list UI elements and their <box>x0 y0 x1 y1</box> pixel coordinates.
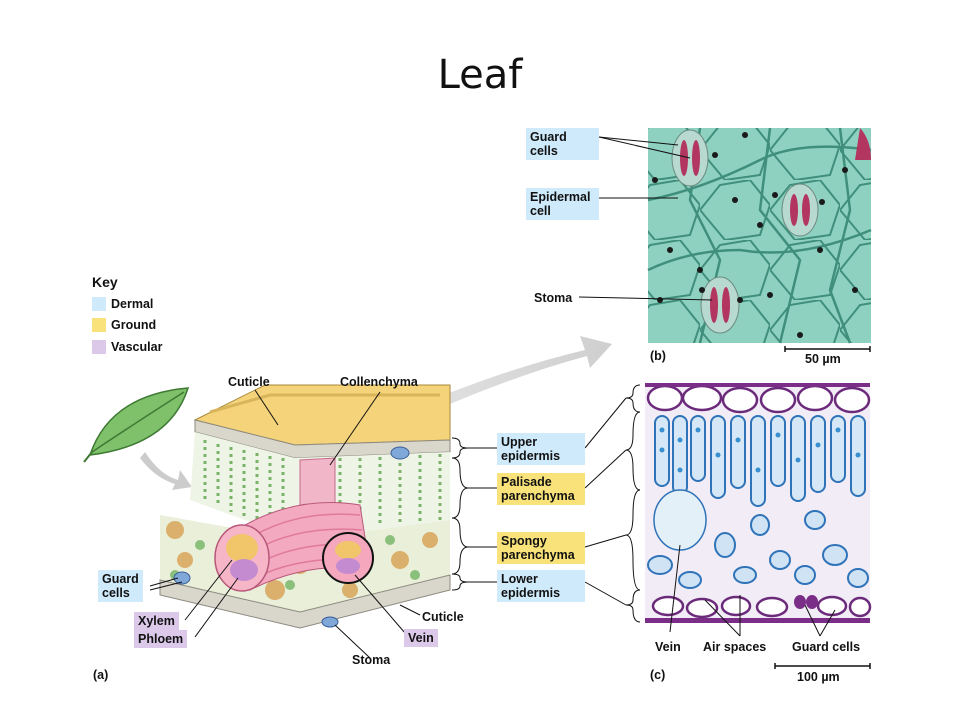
label-guard-cells-a: Guard cells <box>98 570 143 602</box>
key-heading: Key <box>92 274 118 290</box>
leaf-block-3d <box>159 384 451 629</box>
key-label-ground: Ground <box>111 318 157 332</box>
label-guard-cells-c: Guard cells <box>792 640 861 654</box>
label-collenchyma: Collenchyma <box>340 375 418 389</box>
label-vein-a: Vein <box>404 629 438 647</box>
label-stoma-a: Stoma <box>352 653 391 667</box>
panel-c-letter: (c) <box>650 668 666 682</box>
label-xylem: Xylem <box>134 612 179 630</box>
label-guard-cells-b: Guard cells <box>526 128 599 160</box>
label-epidermal-cell: Epidermal cell <box>526 188 599 220</box>
scale-bar-b-label: 50 µm <box>805 352 841 366</box>
panel-b-letter: (b) <box>650 349 666 363</box>
label-cuticle-top: Cuticle <box>228 375 270 389</box>
label-lower-epidermis: Lower epidermis <box>497 570 585 602</box>
key-swatch-ground <box>92 318 106 332</box>
label-vein-c: Vein <box>655 640 681 654</box>
micrograph-epidermis <box>647 127 872 344</box>
scale-bar-c-label: 100 µm <box>797 670 840 684</box>
key-label-dermal: Dermal <box>111 297 154 311</box>
key-swatch-vascular <box>92 340 106 354</box>
panel-a-letter: (a) <box>93 668 109 682</box>
page-title: Leaf <box>437 52 523 98</box>
key-label-vascular: Vascular <box>111 340 163 354</box>
label-palisade-parenchyma: Palisade parenchyma <box>497 473 585 505</box>
key-swatch-dermal <box>92 297 106 311</box>
leaf-zoom-arrow <box>140 452 192 490</box>
label-stoma-b: Stoma <box>534 291 573 305</box>
leaf-icon <box>83 387 190 463</box>
label-air-spaces: Air spaces <box>703 640 767 654</box>
label-spongy-parenchyma: Spongy parenchyma <box>497 532 585 564</box>
micrograph-cross-section <box>645 383 872 623</box>
label-phloem: Phloem <box>134 630 188 648</box>
label-cuticle-bottom: Cuticle <box>422 610 464 624</box>
label-upper-epidermis: Upper epidermis <box>497 433 585 465</box>
